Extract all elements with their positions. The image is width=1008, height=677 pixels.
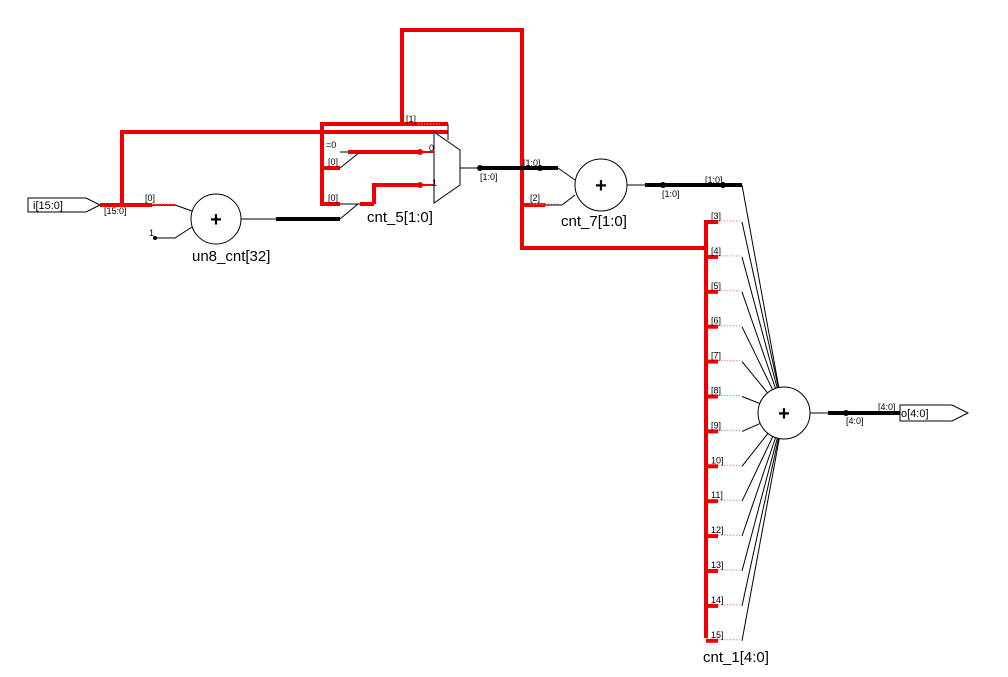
bit-tap-wire bbox=[741, 396, 760, 404]
mux-pin0: 0 bbox=[429, 143, 434, 153]
bit-tap-wire bbox=[741, 437, 777, 537]
cnt-7-adder[interactable]: + cnt_7[1:0] bbox=[561, 158, 628, 230]
bit-tap-label: [4] bbox=[711, 246, 721, 256]
bit-tap[interactable]: [6] bbox=[706, 316, 774, 390]
cnt7-out-dot-b bbox=[720, 182, 726, 188]
bit-tap[interactable]: [4] bbox=[706, 246, 778, 389]
mux-out-dot bbox=[477, 165, 483, 171]
cnt-5-label: cnt_5[1:0] bbox=[367, 209, 433, 226]
bit-tap-label: [6] bbox=[711, 316, 721, 326]
mux-in1-bit-label: [0] bbox=[328, 193, 338, 203]
bit-tap[interactable]: 10] bbox=[706, 433, 769, 469]
bit-taps: [3] [4] [5] [6] [7] [8] [9] 10] 11] 12] 13] 14] 15] bbox=[706, 211, 780, 643]
cnt-7-label: cnt_7[1:0] bbox=[561, 213, 627, 230]
mux-pin1: 1 bbox=[432, 178, 437, 188]
bit-tap-label: [3] bbox=[711, 211, 721, 221]
plus-symbol: + bbox=[595, 175, 607, 197]
out-bus-dot bbox=[843, 410, 849, 416]
mux-out-bus-label: [1:0] bbox=[480, 172, 498, 182]
bit-tap-label: 15] bbox=[711, 630, 724, 640]
input-port[interactable]: i[15:0] bbox=[27, 197, 102, 213]
cnt-5-mux[interactable]: 0 1 cnt_5[1:0] bbox=[339, 123, 461, 226]
bit-tap-wire bbox=[741, 221, 779, 388]
output-port[interactable]: o[4:0] bbox=[899, 404, 970, 422]
bit-tap[interactable]: [9] bbox=[706, 420, 761, 434]
bit-tap-label: 10] bbox=[711, 455, 724, 465]
bit-tap-wire bbox=[741, 326, 774, 390]
const-one-label: 1 bbox=[149, 228, 154, 238]
bit-tap-label: [9] bbox=[711, 420, 721, 430]
bit-tap-label: 14] bbox=[711, 595, 724, 605]
bit-tap[interactable]: 13] bbox=[706, 437, 778, 573]
bit-tap-wire bbox=[741, 361, 768, 394]
out-bus-b-label: [4:0] bbox=[846, 416, 864, 426]
bit-tap[interactable]: 12] bbox=[706, 437, 777, 539]
bit-tap-label: [7] bbox=[711, 351, 721, 361]
un8-cnt-label: un8_cnt[32] bbox=[192, 248, 270, 265]
bit-tap-wire bbox=[741, 433, 769, 467]
bit-tap[interactable]: [3] bbox=[706, 211, 779, 388]
bit-tap-label: [5] bbox=[711, 281, 721, 291]
bit-tap-wire bbox=[741, 438, 780, 641]
bit-tap[interactable]: 15] bbox=[706, 438, 780, 643]
bit-tap-label: 13] bbox=[711, 560, 724, 570]
cnt7-in-dot bbox=[537, 165, 543, 171]
in-bit0-label: [0] bbox=[145, 193, 155, 203]
un8-cnt-adder[interactable]: + un8_cnt[32] bbox=[152, 193, 270, 265]
input-port-label: i[15:0] bbox=[33, 200, 63, 212]
cnt7-in-a-label: [1:0] bbox=[523, 158, 541, 168]
out-bus-a-label: [4:0] bbox=[878, 402, 896, 412]
plus-symbol: + bbox=[210, 209, 222, 231]
bit-tap-wire bbox=[741, 291, 776, 389]
bit-tap-wire bbox=[741, 256, 778, 389]
bit-tap[interactable]: [8] bbox=[706, 386, 760, 404]
cnt7-out-a-label: [1:0] bbox=[662, 189, 680, 199]
mux-in0-bit-label: [0] bbox=[328, 157, 338, 167]
plus-symbol: + bbox=[778, 403, 790, 425]
bit-tap[interactable]: 14] bbox=[706, 438, 779, 608]
mux-eq0-label: =0 bbox=[326, 140, 336, 150]
const-one-dot bbox=[153, 236, 157, 240]
mux-sel-label: [1] bbox=[406, 114, 416, 124]
cnt-1-label: cnt_1[4:0] bbox=[703, 649, 769, 666]
bit-tap-label: 11] bbox=[711, 490, 723, 500]
output-port-label: o[4:0] bbox=[901, 408, 929, 420]
cnt7-out-b-label: [1:0] bbox=[705, 175, 723, 185]
cnt7-out-dot-a bbox=[660, 182, 666, 188]
bit-tap-wire bbox=[741, 438, 779, 607]
bit-tap-label: 12] bbox=[711, 525, 724, 535]
in-bus-label: [15:0] bbox=[104, 206, 127, 216]
bit-tap[interactable]: [5] bbox=[706, 281, 776, 389]
bit-tap-wire bbox=[741, 437, 778, 572]
bit-tap-wire bbox=[741, 422, 761, 432]
selected-net[interactable] bbox=[100, 28, 708, 638]
bit-tap-wire bbox=[741, 436, 774, 502]
bit-tap[interactable]: [7] bbox=[706, 351, 768, 394]
bit-tap-label: [8] bbox=[711, 386, 721, 396]
bit-tap[interactable]: 11] bbox=[706, 436, 774, 504]
cnt7-in-b-label: [2] bbox=[530, 193, 540, 203]
